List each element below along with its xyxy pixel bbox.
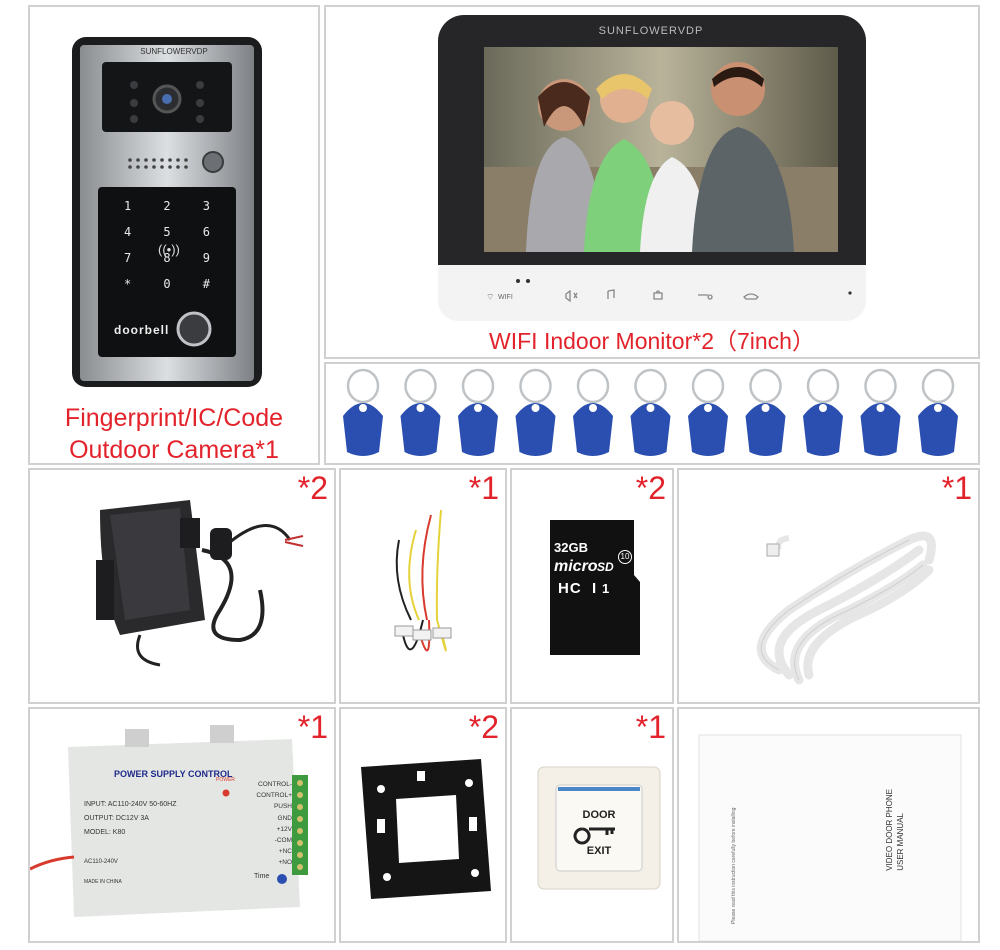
psu-terminal-labels: CONTROL- CONTROL+ PUSH GND +12V -COM +NC… (242, 779, 292, 869)
mounting-bracket-image (361, 759, 491, 899)
rfid-icon: ((•)) (158, 242, 180, 257)
monitor-caption: WIFI Indoor Monitor*2（7inch） (489, 328, 815, 354)
key-5: 5 (163, 225, 171, 239)
key-hash: # (202, 277, 210, 291)
keyfob-icon (400, 368, 441, 456)
cable-cell: *1 (339, 468, 507, 704)
psu-model: MODEL: K80 (84, 829, 126, 836)
psu-terminal: +12V (276, 825, 292, 833)
keyfob-icon (573, 368, 613, 456)
power-adapter-image (96, 500, 304, 667)
monitor-cell: SUNFLOWERVDP ⌔ WIFI WIFI Indoor Monitor*… (324, 5, 980, 359)
wire-cell: *1 (677, 468, 980, 704)
psu-output: OUTPUT: DC12V 3A (84, 815, 149, 822)
psu-terminal: +NC (278, 848, 292, 856)
sd-logo: SD (597, 560, 614, 574)
doorbell-logo: doorbell (114, 323, 170, 337)
keyfob-icon (458, 368, 498, 456)
key-9: 9 (202, 251, 210, 265)
key-0: 0 (163, 277, 171, 291)
psu-input: INPUT: AC110-240V 50-60HZ (84, 801, 177, 808)
exit-button-cell: DOOR EXIT *1 (510, 707, 674, 943)
exit-qty: *1 (635, 709, 666, 745)
sd-uhs: I (592, 580, 597, 597)
keyfob-icon (745, 368, 786, 456)
network-wire-image (756, 531, 936, 685)
wifi-icon: ⌔ (486, 292, 495, 302)
keypad: 1 2 3 4 5 6 7 8 9 * 0 # (108, 199, 226, 291)
psu-made-in: MADE IN CHINA (84, 879, 122, 885)
psu-ac-label: AC110-240V (84, 859, 118, 865)
adapter-qty: *2 (297, 470, 328, 506)
keyfob-icon (918, 368, 958, 456)
manual-notice: Please read this instruction carefully b… (731, 807, 737, 924)
exit-door-label: DOOR (582, 809, 616, 821)
sdcard-cell: 32GB micro SD 10 HC I 1 *2 (510, 468, 674, 704)
monitor-image (438, 15, 866, 321)
outdoor-caption-line1: Fingerprint/IC/Code (64, 404, 284, 432)
sd-qty: *2 (635, 470, 666, 506)
bracket-cell: *2 (339, 707, 507, 943)
key-3: 3 (202, 199, 210, 213)
keyfobs-image (343, 368, 958, 456)
user-manual-image (698, 734, 962, 941)
wire-qty: *1 (941, 470, 972, 506)
sd-hc: HC (558, 580, 582, 597)
fingerprint-icon (186, 321, 200, 335)
cable-qty: *1 (468, 470, 499, 506)
psu-qty: *1 (297, 709, 328, 745)
key-1: 1 (124, 199, 132, 213)
manual-cell: VIDEO DOOR PHONE USER MANUAL Please read… (677, 707, 980, 943)
bracket-qty: *2 (468, 709, 499, 745)
psu-time-label: Time (254, 873, 270, 880)
key-4: 4 (124, 225, 132, 239)
power-supply-image (30, 725, 308, 917)
exit-exit-label: EXIT (586, 845, 612, 857)
psu-terminal: PUSH (273, 803, 292, 811)
sd-brand: micro (554, 558, 598, 575)
psu-terminal: -COM (274, 837, 292, 845)
keyfob-icon (630, 368, 671, 456)
sd-capacity: 32GB (554, 540, 588, 555)
manual-title: VIDEO DOOR PHONE USER MANUAL (884, 789, 906, 871)
key-6: 6 (202, 225, 210, 239)
keyfob-icon (860, 368, 901, 456)
exit-button-image (537, 766, 661, 890)
connector-cable-image (394, 509, 452, 652)
outdoor-brand: SUNFLOWERVDP (140, 47, 208, 56)
keyfob-icon (803, 368, 843, 456)
sd-class: 10 (618, 550, 632, 564)
manual-title-line2: USER MANUAL (896, 813, 905, 871)
outdoor-camera-image (72, 37, 262, 387)
monitor-brand: SUNFLOWERVDP (598, 25, 704, 37)
psu-cell: POWER SUPPLY CONTROL POWER INPUT: AC110-… (28, 707, 336, 943)
manual-title-line1: VIDEO DOOR PHONE (885, 789, 894, 871)
key-star: * (124, 277, 132, 291)
psu-terminal: +NO (278, 859, 292, 867)
keyfob-icon (343, 368, 383, 456)
psu-power-label: POWER (216, 777, 235, 783)
sd-card-image (550, 520, 640, 655)
wifi-label: WIFI (498, 294, 513, 301)
sd-uhs-grade: 1 (602, 581, 610, 596)
psu-terminal: CONTROL+ (256, 792, 292, 800)
outdoor-caption-line2: Outdoor Camera*1 (69, 436, 279, 464)
keyfob-icon (688, 368, 728, 456)
outdoor-camera-cell: SUNFLOWERVDP 1 2 3 4 5 6 7 8 9 * 0 # ((•… (28, 5, 320, 465)
keyfobs-cell (324, 362, 980, 465)
psu-title: POWER SUPPLY CONTROL (114, 769, 233, 779)
keyfob-icon (515, 368, 556, 456)
key-8: 8 (163, 251, 171, 265)
psu-terminal: CONTROL- (258, 781, 292, 788)
adapter-cell: *2 (28, 468, 336, 704)
key-2: 2 (163, 199, 171, 213)
psu-terminal: GND (277, 814, 292, 822)
key-7: 7 (124, 251, 132, 265)
